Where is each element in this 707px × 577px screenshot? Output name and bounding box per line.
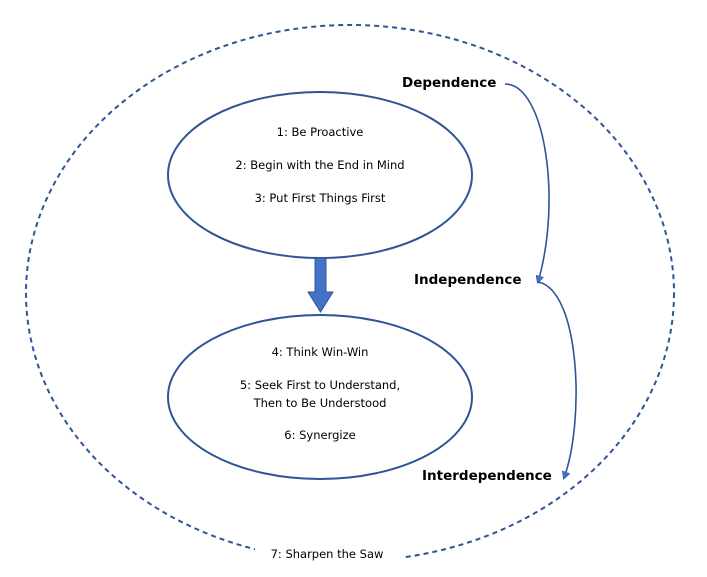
habit-6-label: 6: Synergize [284, 428, 356, 442]
habit-5-label-line-2: Then to Be Understood [253, 396, 387, 410]
stage-dependence-label: Dependence [402, 75, 497, 91]
habit-1-label: 1: Be Proactive [276, 125, 364, 139]
outer-renewal-ellipse [25, 24, 675, 562]
stage-interdependence-label: Interdependence [422, 468, 552, 484]
independence-to-interdependence-arrow-icon [537, 281, 577, 478]
down-arrow-icon [307, 257, 334, 313]
dependence-to-independence-arrow-icon [504, 83, 550, 282]
habit-7-label: 7: Sharpen the Saw [270, 547, 384, 561]
stage-independence-label: Independence [414, 272, 522, 288]
habit-4-label: 4: Think Win-Win [271, 345, 369, 359]
private-victory-ellipse [167, 91, 473, 259]
habit-2-label: 2: Begin with the End in Mind [235, 158, 405, 172]
habit-5-label-line-1: 5: Seek First to Understand, [239, 378, 401, 392]
habit-3-label: 3: Put First Things First [254, 191, 386, 205]
public-victory-ellipse [167, 314, 473, 480]
saw-label-mask [255, 543, 405, 567]
